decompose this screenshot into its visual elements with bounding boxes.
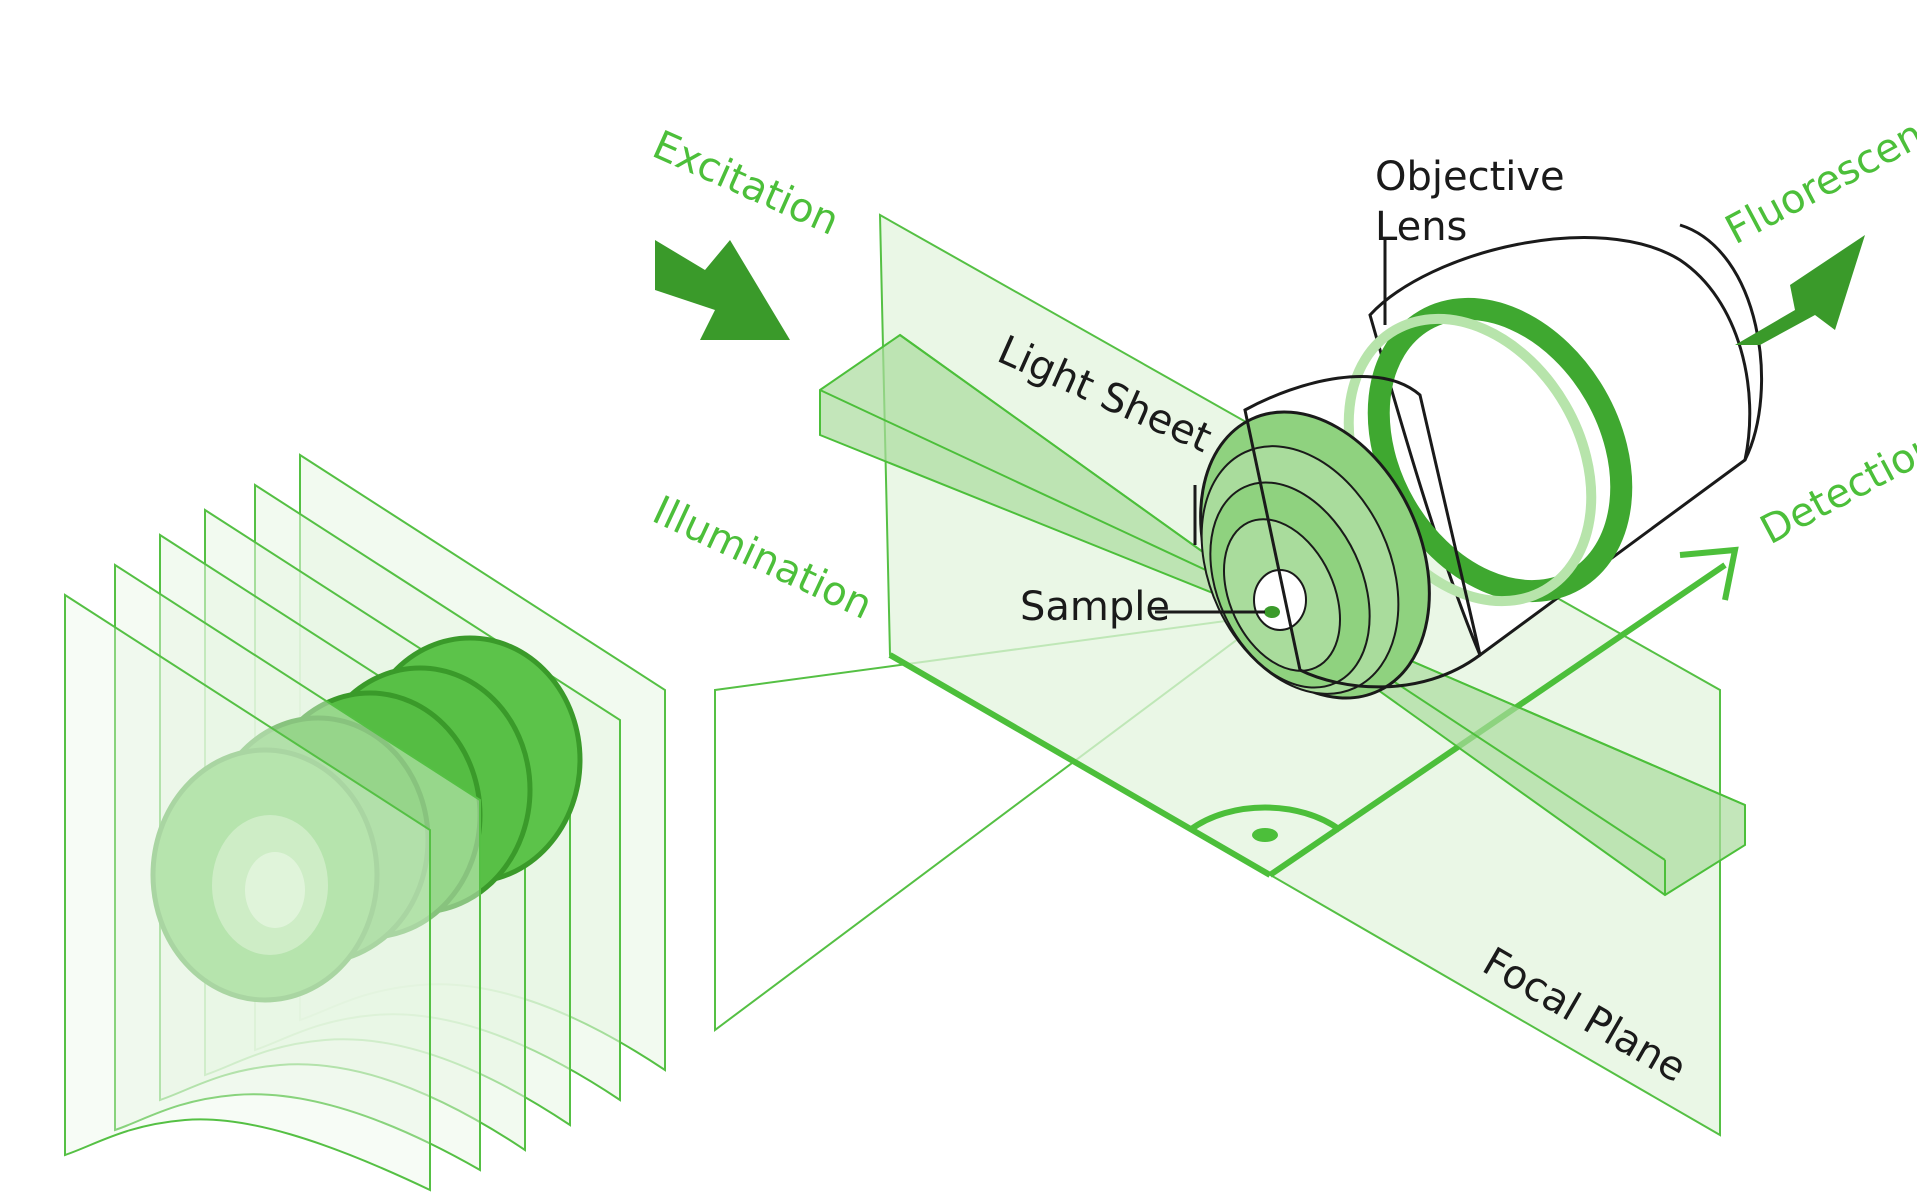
objective-lens-label-line2: Lens	[1375, 204, 1467, 250]
objective-lens-label-line1: Objective	[1375, 154, 1565, 200]
objective-lens	[1199, 223, 1763, 700]
stack-plane-6	[64, 593, 431, 1192]
excitation-label: Excitation	[646, 122, 846, 245]
excitation-arrow-icon	[655, 240, 790, 340]
image-stack	[64, 453, 666, 1192]
sample-label: Sample	[1020, 584, 1170, 630]
illumination-label: Illumination	[646, 487, 879, 628]
specimen-blobs	[150, 635, 583, 1003]
stack-plane-5	[114, 563, 481, 1172]
fluorescence-arrow-icon	[1735, 235, 1865, 345]
fluorescence-label: Fluorescence	[1718, 90, 1917, 254]
sample-dot	[1264, 606, 1280, 618]
detection-label: Detection	[1753, 422, 1917, 554]
